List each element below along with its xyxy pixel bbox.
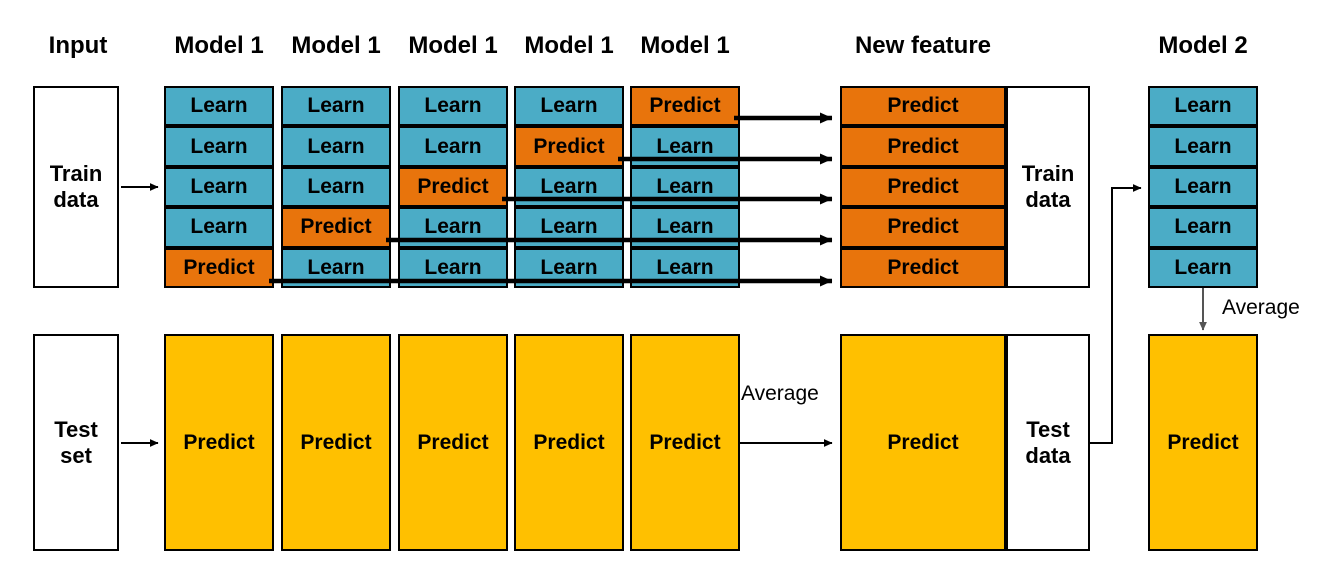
cell-fold3-row3: Predict — [398, 166, 508, 208]
header-input: Input — [48, 32, 108, 59]
input-box-test-set: Test set — [33, 334, 119, 551]
label-average-test-row: Average — [741, 382, 819, 405]
cell-fold3-row4: Learn — [398, 207, 508, 248]
cell-fold4-row1: Learn — [514, 86, 624, 127]
model1-fold-1-stack: Learn Learn Learn Learn Predict — [164, 86, 274, 288]
cell-model2-row1: Learn — [1148, 86, 1258, 127]
cell-fold4-row3: Learn — [514, 166, 624, 208]
model1-fold-5-stack: Predict Learn Learn Learn Learn — [630, 86, 740, 288]
cell-fold1-row5: Predict — [164, 247, 274, 288]
input-box-train-data-label: Train data — [49, 161, 103, 212]
cell-fold1-row2: Learn — [164, 126, 274, 167]
test-predict-fold-4: Predict — [514, 334, 624, 551]
test-predict-fold-2: Predict — [281, 334, 391, 551]
cell-fold5-row1: Predict — [630, 86, 740, 127]
header-model1-fold-1: Model 1 — [174, 32, 264, 59]
test-data-side-label: Test data — [1025, 416, 1071, 468]
cell-fold2-row5: Learn — [281, 247, 391, 288]
cell-model2-row3: Learn — [1148, 166, 1258, 208]
header-model1-fold-5: Model 1 — [640, 32, 730, 59]
model1-fold-4-stack: Learn Predict Learn Learn Learn — [514, 86, 624, 288]
cell-fold5-row4: Learn — [630, 207, 740, 248]
cell-fold3-row5: Learn — [398, 247, 508, 288]
averaged-test-predict: Predict — [840, 334, 1006, 551]
test-predict-fold-5: Predict — [630, 334, 740, 551]
model1-fold-3-stack: Learn Learn Predict Learn Learn — [398, 86, 508, 288]
arrow-new-feature-to-model2 — [1090, 184, 1142, 444]
header-model1-fold-4: Model 1 — [524, 32, 614, 59]
new-feature-stack: Predict Predict Predict Predict Predict — [840, 86, 1006, 288]
cell-fold4-row4: Learn — [514, 207, 624, 248]
train-data-side-box: Train data — [1006, 86, 1090, 288]
cell-fold4-row5: Learn — [514, 247, 624, 288]
test-predict-fold-3: Predict — [398, 334, 508, 551]
cell-newfeature-row1: Predict — [840, 86, 1006, 127]
input-box-test-set-label: Test set — [54, 416, 98, 468]
cell-fold1-row3: Learn — [164, 166, 274, 208]
label-average-model2: Average — [1222, 296, 1300, 319]
cell-fold3-row1: Learn — [398, 86, 508, 127]
train-data-side-label: Train data — [1021, 161, 1075, 212]
test-data-side-box: Test data — [1006, 334, 1090, 551]
cell-fold5-row2: Learn — [630, 126, 740, 167]
cell-fold1-row1: Learn — [164, 86, 274, 127]
cell-model2-row5: Learn — [1148, 247, 1258, 288]
cell-fold5-row5: Learn — [630, 247, 740, 288]
cell-fold1-row4: Learn — [164, 207, 274, 248]
header-model1-fold-2: Model 1 — [291, 32, 381, 59]
cell-fold3-row2: Learn — [398, 126, 508, 167]
cell-fold4-row2: Predict — [514, 126, 624, 167]
cell-model2-row2: Learn — [1148, 126, 1258, 167]
model1-fold-2-stack: Learn Learn Learn Predict Learn — [281, 86, 391, 288]
cell-fold2-row4: Predict — [281, 207, 391, 248]
cell-newfeature-row5: Predict — [840, 247, 1006, 288]
header-model2: Model 2 — [1158, 32, 1248, 59]
cell-fold2-row3: Learn — [281, 166, 391, 208]
test-predict-fold-1: Predict — [164, 334, 274, 551]
input-box-train-data: Train data — [33, 86, 119, 288]
header-model1-fold-3: Model 1 — [408, 32, 498, 59]
model2-final-predict: Predict — [1148, 334, 1258, 551]
cell-fold5-row3: Learn — [630, 166, 740, 208]
model2-stack: Learn Learn Learn Learn Learn — [1148, 86, 1258, 288]
cell-fold2-row1: Learn — [281, 86, 391, 127]
header-new-feature: New feature — [854, 32, 992, 59]
cell-model2-row4: Learn — [1148, 207, 1258, 248]
cell-newfeature-row2: Predict — [840, 126, 1006, 167]
cell-newfeature-row4: Predict — [840, 207, 1006, 248]
cell-newfeature-row3: Predict — [840, 166, 1006, 208]
cell-fold2-row2: Learn — [281, 126, 391, 167]
